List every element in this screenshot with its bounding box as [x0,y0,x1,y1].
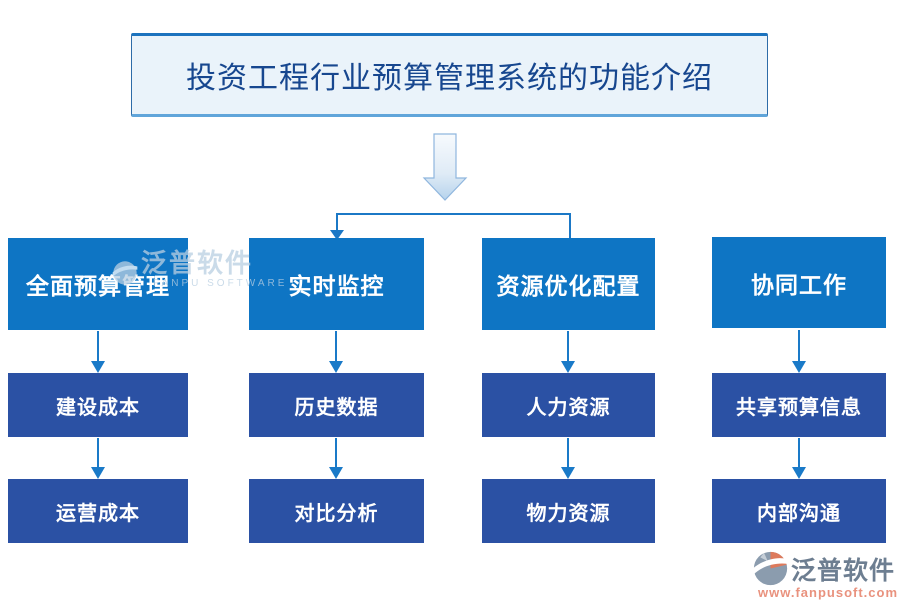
footer-url-text: www.fanpusoft.com [758,585,899,600]
flow-arrow-col3-b [561,438,575,479]
page-title: 投资工程行业预算管理系统的功能介绍 [186,62,713,95]
flow-arrow-col1-a [91,331,105,373]
column-1-item-1-label: 建设成本 [56,396,140,419]
column-4-header: 协同工作 [712,237,886,328]
column-3-item-1-label: 人力资源 [526,396,611,419]
column-2-item-1-label: 历史数据 [294,396,379,419]
branch-connector-line [336,213,571,239]
column-2-item-1: 历史数据 [249,373,424,437]
column-4-item-2: 内部沟通 [712,479,886,543]
column-1-header: 全面预算管理 [8,238,188,330]
fanpu-logo-icon [752,551,789,586]
column-3-item-2: 物力资源 [482,479,655,543]
column-1-item-2-label: 运营成本 [56,502,140,525]
branch-arrowhead-icon [330,230,344,240]
column-4-item-2-label: 内部沟通 [757,502,841,525]
column-3-item-2-label: 物力资源 [526,502,611,525]
big-down-arrow-icon [422,133,468,201]
column-2-item-2: 对比分析 [249,479,424,543]
flow-arrow-col2-a [329,331,343,373]
flow-arrow-col4-a [792,330,806,373]
column-4-item-1-label: 共享预算信息 [736,396,862,419]
title-box: 投资工程行业预算管理系统的功能介绍 [131,33,768,117]
column-2-header-label: 实时监控 [288,274,385,299]
flow-arrow-col3-a [561,331,575,373]
column-4-header-label: 协同工作 [751,272,847,298]
column-1-item-1: 建设成本 [8,373,188,437]
column-3-item-1: 人力资源 [482,373,655,437]
column-3-header: 资源优化配置 [482,238,655,330]
column-1-header-label: 全面预算管理 [26,274,170,299]
column-3-header-label: 资源优化配置 [496,274,641,299]
footer-logo: 泛普软件 www.fanpusoft.com [752,550,897,600]
column-2-header: 实时监控 [249,238,424,330]
column-1-item-2: 运营成本 [8,479,188,543]
footer-brand-text: 泛普软件 [791,557,896,585]
column-2-item-2-label: 对比分析 [294,502,379,525]
flow-arrow-col2-b [329,438,343,479]
flow-arrow-col4-b [792,438,806,479]
column-4-item-1: 共享预算信息 [712,373,886,437]
flow-arrow-col1-b [91,438,105,479]
